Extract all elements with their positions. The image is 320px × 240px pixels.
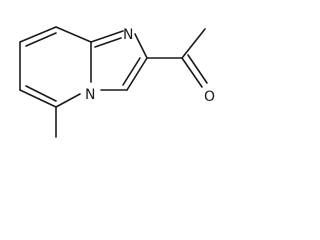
nitrogen-atom-label: N <box>123 27 133 43</box>
bond-c2-c3-inner <box>122 57 141 86</box>
bond-c7-c8a <box>55 26 92 43</box>
bond-c2-c3 <box>126 57 148 91</box>
oxygen-atom-label: O <box>204 89 215 105</box>
bond-c8-c7 <box>19 26 57 43</box>
bridgehead-nitrogen-atom-label: N <box>85 87 95 103</box>
bond-c5-c6-inner <box>25 85 57 102</box>
structure-canvas: N N O <box>0 0 236 160</box>
bond-c8a-n1 <box>90 30 124 43</box>
bond-carbonyl-methyl <box>181 28 206 59</box>
bond-carbonyl-oxygen <box>181 57 203 88</box>
bond-c8-c7-inner <box>25 32 57 47</box>
molecule-drawing: N N O <box>19 26 215 138</box>
bond-n1-c2 <box>134 33 148 59</box>
bond-c8a-n1-inner <box>94 37 122 48</box>
bond-c5-c6 <box>19 89 57 108</box>
bond-c6-n4 <box>55 93 81 108</box>
bond-carbonyl-oxygen-inner <box>187 54 208 84</box>
